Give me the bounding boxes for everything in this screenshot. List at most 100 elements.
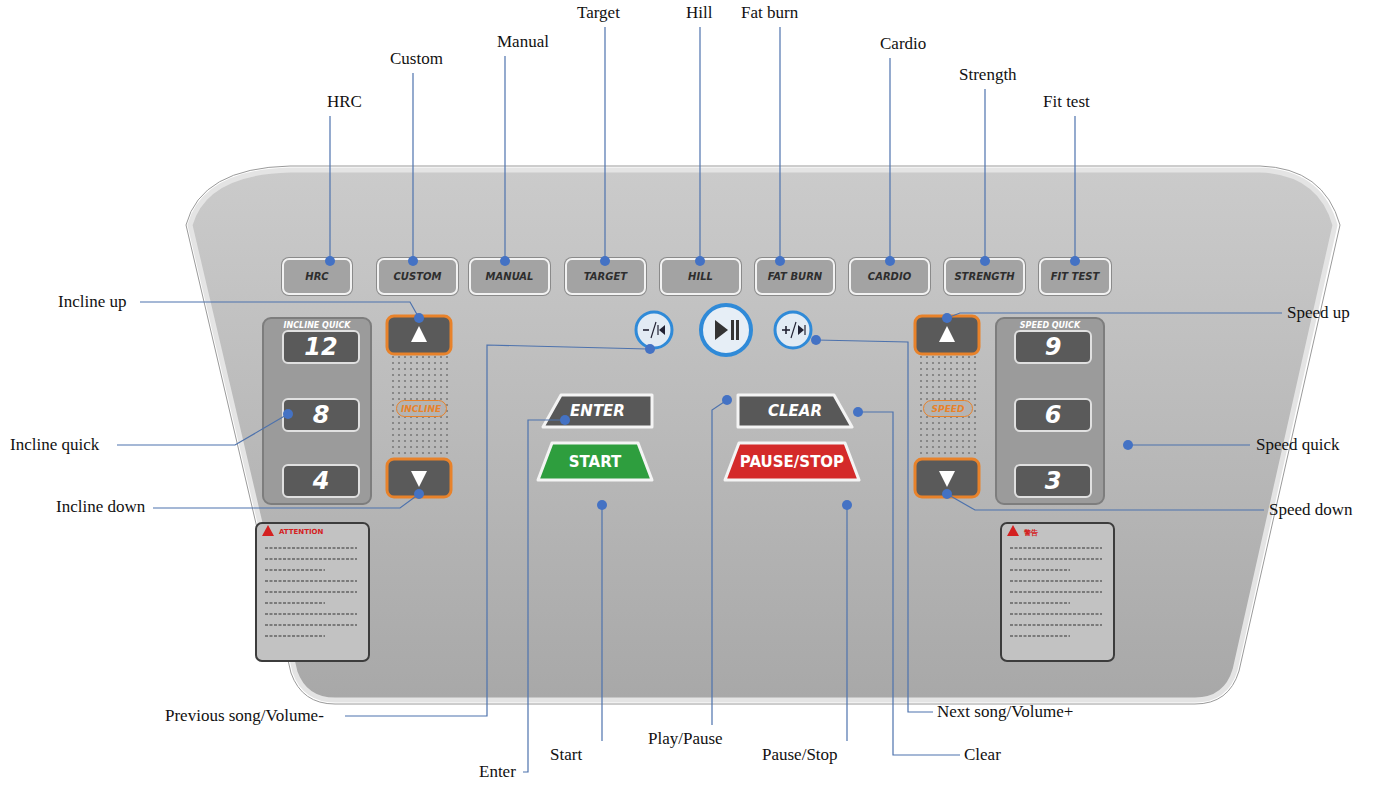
leader-dot xyxy=(1123,440,1133,450)
skip-back-symbol xyxy=(659,325,665,335)
callout-label: Strength xyxy=(959,65,1017,85)
fine-print-stroke xyxy=(265,558,357,560)
button-text: PAUSE/STOP xyxy=(740,453,844,471)
fine-print-stroke xyxy=(1010,580,1102,582)
control-label: INCLINE xyxy=(396,400,447,417)
button-text: MANUAL xyxy=(486,271,534,282)
fine-print-stroke xyxy=(265,624,357,626)
minus-symbol xyxy=(643,329,649,331)
fine-print-stroke xyxy=(1010,635,1070,637)
skip-forward-bar xyxy=(804,325,805,335)
fine-print-stroke xyxy=(265,569,325,571)
callout-label: Target xyxy=(577,3,620,23)
quick-key-button: 3 xyxy=(1014,464,1092,498)
leader-line xyxy=(947,313,1282,318)
button-text: CUSTOM xyxy=(394,271,442,282)
leader-line xyxy=(140,302,419,318)
warning-label xyxy=(255,522,370,662)
button-text: 8 xyxy=(313,401,330,429)
leader-line xyxy=(947,494,1264,510)
button-text: 12 xyxy=(304,333,337,361)
callout-label: Incline quick xyxy=(10,435,99,455)
leader-dot xyxy=(597,500,607,510)
skip-forward-symbol xyxy=(798,325,804,335)
leader-line xyxy=(504,56,505,261)
function-button: CLEAR xyxy=(735,392,855,430)
fine-print-stroke xyxy=(1010,613,1102,615)
leader-dot xyxy=(325,256,335,266)
button-text: ENTER xyxy=(570,402,625,420)
leader-dot xyxy=(414,313,424,323)
fine-print-stroke xyxy=(265,580,357,582)
leader-dot xyxy=(775,256,785,266)
down-arrow-symbol xyxy=(939,471,955,487)
leader-dot xyxy=(811,335,821,345)
callout-label: Fat burn xyxy=(741,3,798,23)
button-text: SPEED QUICK xyxy=(1020,321,1080,330)
callout-label: Manual xyxy=(497,32,549,52)
warning-label xyxy=(1000,522,1115,662)
callout-label: HRC xyxy=(327,92,362,112)
callout-label: Hill xyxy=(686,3,712,23)
speaker-grille xyxy=(392,356,448,456)
callout-label: Speed quick xyxy=(1256,435,1340,455)
button-text: INCLINE xyxy=(401,404,441,414)
button-text: HILL xyxy=(688,271,713,282)
leader-dot xyxy=(980,256,990,266)
button-shape xyxy=(543,395,652,427)
leader-line xyxy=(329,116,330,261)
leader-dot xyxy=(600,256,610,266)
callout-label: Custom xyxy=(390,49,443,69)
quick-key-button: 6 xyxy=(1014,398,1092,432)
button-text: SPEED xyxy=(932,404,965,414)
leader-line xyxy=(601,505,602,741)
button-text: 3 xyxy=(1045,467,1062,495)
button-text: FAT BURN xyxy=(768,271,822,282)
fine-print-stroke xyxy=(265,591,357,593)
slash-symbol xyxy=(651,322,656,338)
leader-dot xyxy=(885,256,895,266)
button-text: INCLINE QUICK xyxy=(284,321,351,330)
fine-print-stroke xyxy=(1010,547,1102,549)
leader-line xyxy=(604,27,605,261)
quick-key-group: SPEED QUICK963 xyxy=(995,317,1105,505)
leader-line xyxy=(699,27,700,261)
console-panel-edge xyxy=(186,166,1340,704)
leader-dot xyxy=(853,407,863,417)
leader-line xyxy=(117,414,288,445)
button-text: ATTENTION xyxy=(279,528,323,536)
program-button: HRC xyxy=(282,258,352,295)
button-shape xyxy=(538,443,652,480)
leader-line xyxy=(1128,444,1250,445)
leader-line xyxy=(846,505,847,741)
leader-dot xyxy=(942,313,952,323)
callout-label: Fit test xyxy=(1043,92,1090,112)
previous-volume-button xyxy=(636,312,672,348)
callout-label: Incline up xyxy=(58,292,126,312)
callout-label: Start xyxy=(550,745,582,765)
button-text: STRENGTH xyxy=(954,271,1014,282)
play-symbol xyxy=(715,320,728,340)
callout-label: Clear xyxy=(964,745,1001,765)
pause-symbol xyxy=(731,320,734,340)
leader-dot xyxy=(695,256,705,266)
leader-line xyxy=(712,400,727,725)
button-text: 警告 xyxy=(1024,528,1038,538)
leader-dot xyxy=(283,409,293,419)
warning-label: ATTENTION xyxy=(255,522,370,662)
button-shape xyxy=(738,395,852,427)
button-text: CLEAR xyxy=(768,402,822,420)
callout-label: Incline down xyxy=(56,497,145,517)
leader-dot xyxy=(1070,256,1080,266)
fine-print-stroke xyxy=(1010,591,1102,593)
fine-print-stroke xyxy=(1010,624,1102,626)
callout-label: Cardio xyxy=(880,34,926,54)
up-arrow-symbol xyxy=(411,326,427,342)
program-button: CUSTOM xyxy=(377,258,458,295)
leader-line xyxy=(1074,116,1075,261)
fine-print-stroke xyxy=(1010,558,1102,560)
